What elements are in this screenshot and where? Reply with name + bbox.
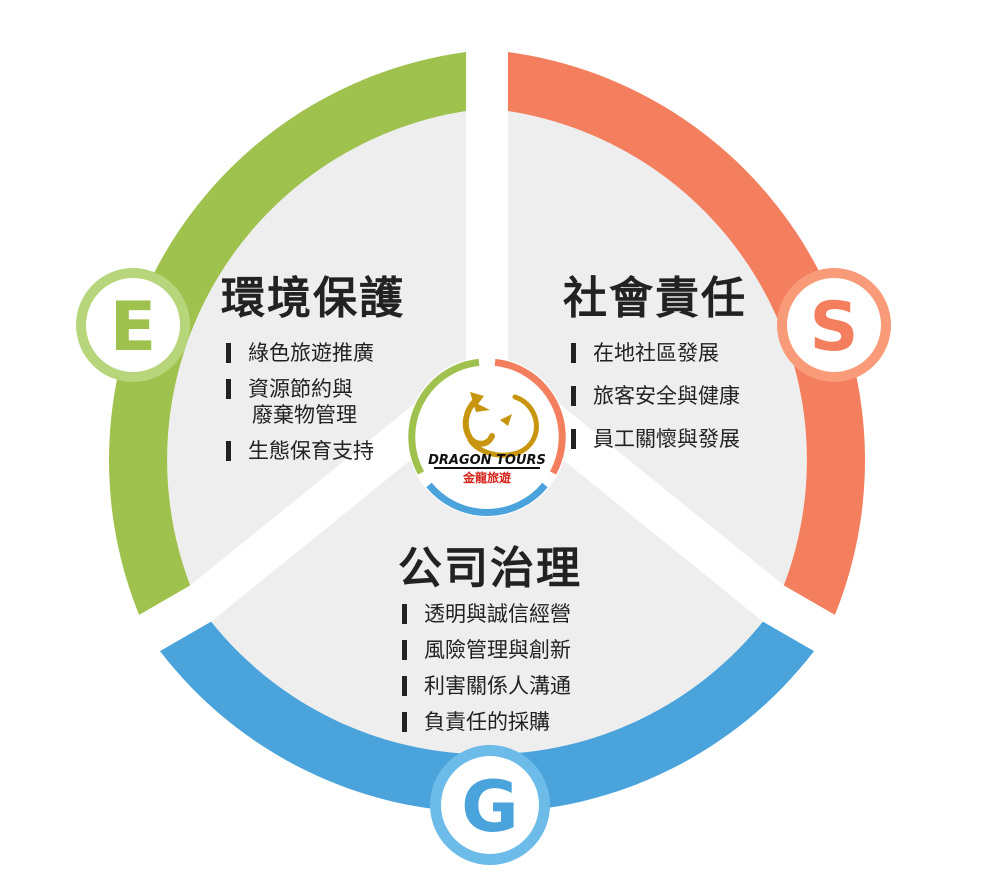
list-item: 旅客安全與健康 — [567, 383, 740, 409]
environment-items: 綠色旅遊推廣 資源節約與 廢棄物管理 生態保育支持 — [222, 340, 374, 474]
center-logo: DRAGON TOURS 金龍旅遊 — [407, 357, 567, 517]
social-items: 在地社區發展 旅客安全與健康 員工關懷與發展 — [567, 340, 740, 462]
badge-social: S — [777, 268, 891, 382]
governance-arc — [160, 621, 814, 813]
badge-governance: G — [430, 745, 550, 865]
item-text: 員工關懷與發展 — [593, 427, 740, 451]
item-text: 生態保育支持 — [248, 439, 374, 463]
badge-governance-letter: G — [461, 766, 518, 848]
list-item: 綠色旅遊推廣 — [222, 340, 374, 366]
environment-title: 環境保護 — [221, 273, 405, 324]
list-item: 在地社區發展 — [567, 340, 740, 366]
item-text: 透明與誠信經營 — [424, 602, 571, 626]
governance-title: 公司治理 — [398, 543, 582, 594]
center-ring-blue — [426, 482, 548, 516]
item-text-continued: 廢棄物管理 — [252, 403, 357, 427]
environment-sector-bg — [167, 111, 467, 586]
list-item: 生態保育支持 — [222, 438, 374, 464]
logo-brand-zh: 金龍旅遊 — [462, 470, 511, 485]
social-title: 社會責任 — [563, 273, 747, 324]
logo-divider — [434, 467, 540, 469]
governance-sector — [160, 398, 814, 813]
item-text: 旅客安全與健康 — [593, 384, 740, 408]
logo-brand-en: DRAGON TOURS — [428, 453, 546, 468]
center-ring-green — [408, 358, 480, 475]
badge-environment-letter: E — [110, 288, 156, 367]
item-text: 綠色旅遊推廣 — [248, 341, 374, 365]
item-text: 利害關係人溝通 — [424, 674, 571, 698]
item-text: 負責任的採購 — [424, 710, 550, 734]
list-item: 負責任的採購 — [398, 709, 571, 735]
badge-environment: E — [76, 268, 190, 382]
center-ring-orange — [494, 358, 566, 475]
list-item: 利害關係人溝通 — [398, 673, 571, 699]
governance-sector-bg — [211, 398, 763, 755]
badge-social-letter: S — [810, 288, 859, 367]
list-item: 風險管理與創新 — [398, 637, 571, 663]
item-text: 在地社區發展 — [593, 341, 719, 365]
social-sector-bg — [507, 111, 807, 586]
item-text: 資源節約與 — [248, 377, 353, 401]
list-item: 資源節約與 廢棄物管理 — [222, 376, 374, 428]
dragon-icon — [462, 392, 539, 458]
governance-items: 透明與誠信經營 風險管理與創新 利害關係人溝通 負責任的採購 — [398, 601, 571, 745]
item-text: 風險管理與創新 — [424, 638, 571, 662]
list-item: 透明與誠信經營 — [398, 601, 571, 627]
list-item: 員工關懷與發展 — [567, 426, 740, 452]
